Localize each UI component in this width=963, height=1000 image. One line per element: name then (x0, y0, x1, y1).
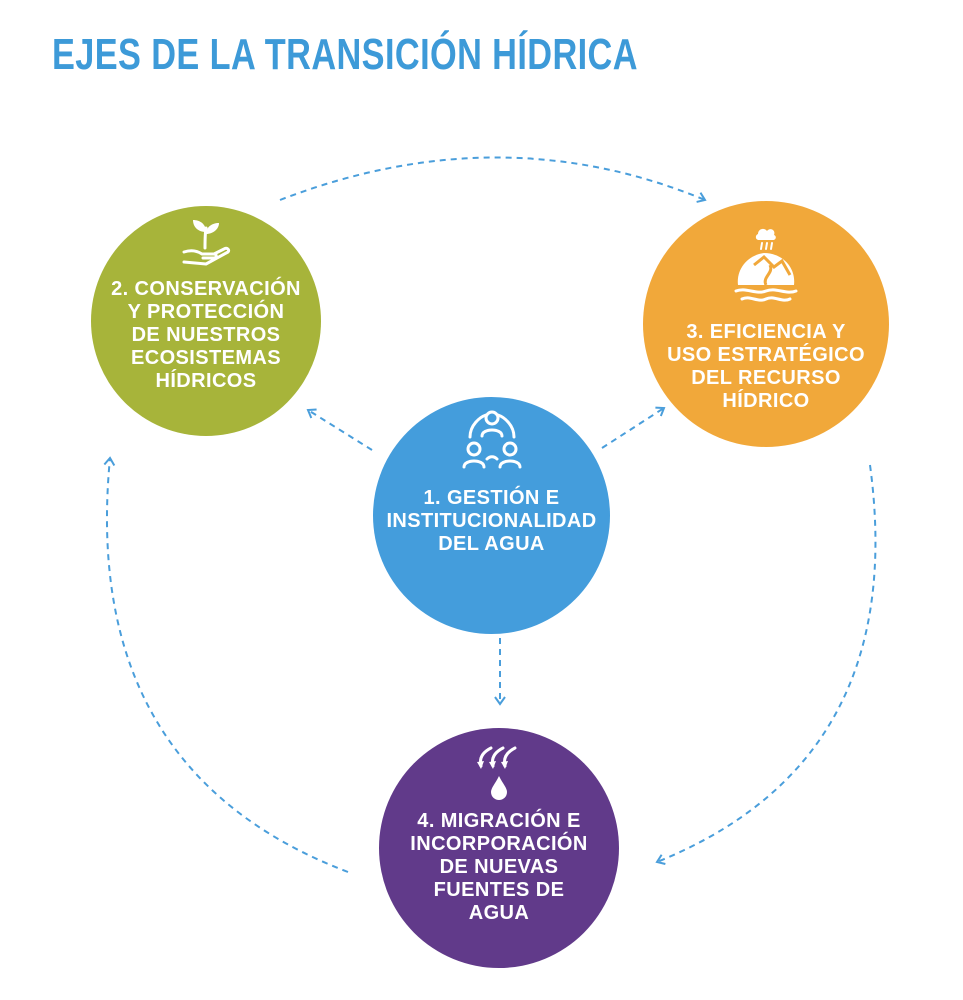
node-migracion: 4. MIGRACIÓN E INCORPORACIÓN DE NUEVAS F… (379, 728, 619, 968)
node-label: 2. CONSERVACIÓN Y PROTECCIÓN DE NUESTROS… (111, 278, 301, 392)
node-label: 3. EFICIENCIA Y USO ESTRATÉGICO DEL RECU… (667, 321, 865, 412)
flow-arrow-4-to-2 (103, 456, 349, 873)
node-label: 1. GESTIÓN E INSTITUCIONALIDAD DEL AGUA (386, 487, 597, 555)
node-conservacion: 2. CONSERVACIÓN Y PROTECCIÓN DE NUESTROS… (91, 206, 321, 436)
page-title: EJES DE LA TRANSICIÓN HÍDRICA (52, 30, 638, 79)
flow-arrow-3-to-4 (655, 464, 877, 865)
flow-arrow-1-to-3 (601, 406, 666, 449)
mountain-water-icon (734, 228, 798, 302)
hand-plant-icon (182, 220, 231, 266)
node-label: 4. MIGRACIÓN E INCORPORACIÓN DE NUEVAS F… (410, 810, 588, 924)
people-network-icon (462, 410, 521, 469)
flow-arrow-1-to-2 (306, 408, 373, 451)
node-gestion: 1. GESTIÓN E INSTITUCIONALIDAD DEL AGUA (373, 397, 610, 634)
flow-arrow-2-to-3 (279, 156, 707, 203)
node-eficiencia: 3. EFICIENCIA Y USO ESTRATÉGICO DEL RECU… (643, 201, 889, 447)
rain-drop-icon (477, 746, 517, 800)
